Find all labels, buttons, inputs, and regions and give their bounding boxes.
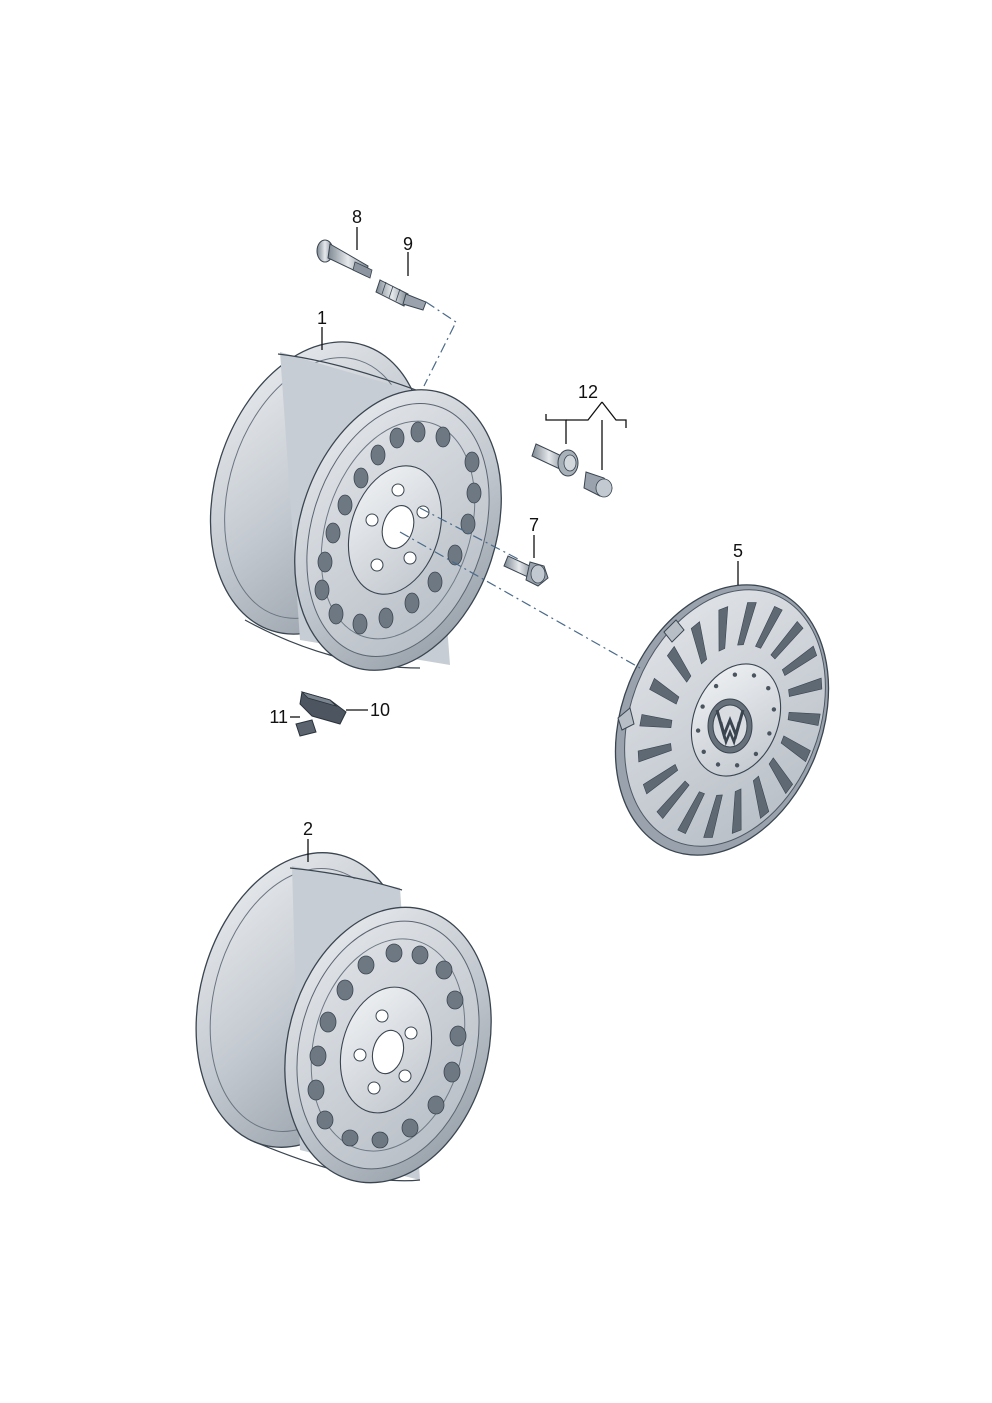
wheel-cover-slot: [770, 620, 804, 660]
wheel-cover-slot: [656, 780, 690, 820]
wheel-cover-dot: [713, 683, 719, 689]
wheel-cover-dot: [701, 749, 706, 754]
wheel-cover-slot: [731, 788, 742, 834]
wheel-cover-slot: [780, 735, 811, 763]
wheel-cover-slot: [788, 677, 823, 697]
wheel-cover-slot: [718, 606, 729, 652]
wheel-cover-dot: [766, 686, 771, 691]
vw-emblem: [707, 698, 753, 754]
wheel-cover-dot: [695, 728, 701, 733]
wheel-cover-slot: [737, 602, 757, 646]
wheel-cover-slot: [639, 714, 673, 728]
wheel-cover-dot: [767, 731, 772, 736]
callout-12: 12: [578, 382, 598, 402]
wheel-bolt: [503, 555, 549, 587]
wheel-cover-slot: [637, 743, 672, 763]
callout-9: 9: [403, 234, 413, 254]
wheel-cover-slot: [666, 645, 692, 683]
callout-leaders: [290, 227, 739, 862]
callout-labels: 8 9 1 12 7 5 10 11 2: [269, 207, 743, 839]
wheel-cover-slot: [787, 712, 821, 726]
callout-2: 2: [303, 819, 313, 839]
steel-wheel-1: [209, 341, 502, 671]
wheel-cover-slot: [755, 606, 783, 649]
wheel-cover-slot: [752, 775, 770, 819]
wheel-cover-spokes: [637, 602, 823, 838]
wheel-cover-dot: [715, 762, 721, 767]
alignment-lines: [399, 301, 641, 669]
wheel-cover-slot: [642, 764, 679, 795]
wheel-cover-dot: [734, 763, 740, 768]
callout-10: 10: [370, 700, 390, 720]
steel-wheel-2: [195, 852, 492, 1184]
wheel-cover-slot: [703, 794, 723, 838]
wheel-cover: [614, 584, 830, 856]
wheel-cover-dot: [771, 707, 777, 712]
wheel-cover-slot: [690, 621, 708, 665]
wheel-cover-slot: [768, 757, 794, 795]
wheel-cover-dot: [753, 751, 759, 757]
wheel-cover-dot: [700, 704, 705, 709]
wheel-cover-slot: [677, 791, 705, 834]
wheel-cover-dot: [732, 672, 738, 677]
wheel-cover-slot: [781, 645, 818, 676]
metal-valve: [375, 279, 427, 311]
wheel-cover-dot: [751, 673, 757, 678]
callout-11: 11: [269, 707, 288, 727]
callout-7: 7: [529, 515, 539, 535]
callout-5: 5: [733, 541, 743, 561]
wheel-cover-dots: [695, 672, 777, 768]
tyre-pressure-sensor: [295, 691, 347, 737]
locking-bolt-set: [531, 443, 613, 498]
tyre-valve: [316, 239, 373, 279]
callout-1: 1: [317, 308, 327, 328]
wheel-cover-slot: [649, 677, 680, 705]
callout-8: 8: [352, 207, 362, 227]
